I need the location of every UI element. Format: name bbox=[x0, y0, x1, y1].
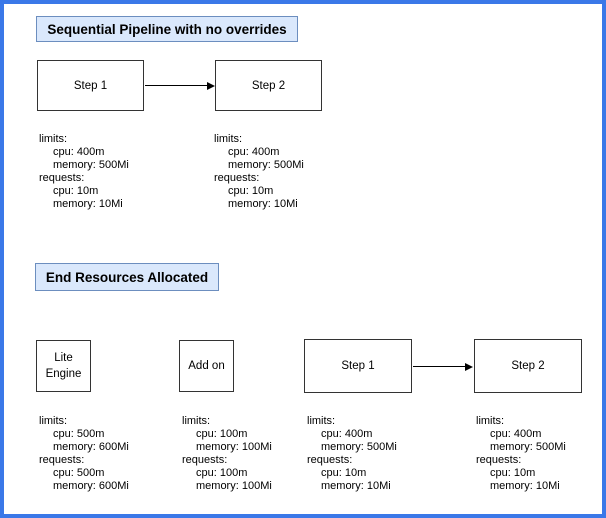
node-step2-bottom: Step 2 bbox=[474, 339, 582, 393]
resource-line: memory: 500Mi bbox=[490, 441, 566, 453]
resource-line: cpu: 400m bbox=[321, 428, 373, 440]
resource-line: cpu: 500m bbox=[53, 467, 105, 479]
resource-line: memory: 100Mi bbox=[196, 480, 272, 492]
resource-line: requests: bbox=[307, 454, 353, 466]
resource-line: cpu: 10m bbox=[53, 185, 99, 197]
resource-line: cpu: 500m bbox=[53, 428, 105, 440]
resource-block-step1-bottom: limits: cpu: 400m memory: 500Mi requests… bbox=[307, 415, 397, 493]
node-step1-bottom-label: Step 1 bbox=[341, 360, 375, 372]
node-step1-top-label: Step 1 bbox=[73, 79, 108, 92]
resource-line: limits: bbox=[307, 415, 336, 427]
resource-line: cpu: 400m bbox=[53, 146, 105, 158]
resource-line: cpu: 10m bbox=[490, 467, 536, 479]
resource-line: memory: 10Mi bbox=[321, 480, 391, 492]
resource-line: cpu: 400m bbox=[490, 428, 542, 440]
resource-line: requests: bbox=[182, 454, 228, 466]
resource-line: cpu: 10m bbox=[228, 185, 274, 197]
resource-line: memory: 500Mi bbox=[228, 159, 304, 171]
section2-title: End Resources Allocated bbox=[35, 263, 219, 291]
node-step1-top: Step 1 bbox=[37, 60, 144, 111]
resource-line: memory: 600Mi bbox=[53, 480, 129, 492]
arrow-step1-to-step2-bottom bbox=[413, 362, 473, 371]
resource-line: requests: bbox=[476, 454, 522, 466]
node-add-on-label: Add on bbox=[188, 360, 225, 372]
resource-line: memory: 600Mi bbox=[53, 441, 129, 453]
arrow-step1-to-step2-top bbox=[145, 81, 215, 90]
resource-block-step2-bottom: limits: cpu: 400m memory: 500Mi requests… bbox=[476, 415, 566, 493]
resource-block-step1-top: limits: cpu: 400m memory: 500Mi requests… bbox=[39, 133, 129, 211]
node-add-on: Add on bbox=[179, 340, 234, 392]
resource-line: limits: bbox=[476, 415, 505, 427]
resource-line: limits: bbox=[39, 415, 68, 427]
node-step1-bottom: Step 1 bbox=[304, 339, 412, 393]
resource-line: requests: bbox=[214, 172, 260, 184]
section1-title: Sequential Pipeline with no overrides bbox=[36, 16, 298, 42]
resource-line: limits: bbox=[214, 133, 243, 145]
resource-line: memory: 10Mi bbox=[228, 198, 298, 210]
resource-line: cpu: 400m bbox=[228, 146, 280, 158]
resource-line: cpu: 100m bbox=[196, 467, 248, 479]
resource-line: limits: bbox=[182, 415, 211, 427]
resource-block-step2-top: limits: cpu: 400m memory: 500Mi requests… bbox=[214, 133, 304, 211]
node-step2-bottom-label: Step 2 bbox=[511, 360, 545, 372]
resource-block-add-on: limits: cpu: 100m memory: 100Mi requests… bbox=[182, 415, 272, 493]
node-step2-top: Step 2 bbox=[215, 60, 322, 111]
resource-line: memory: 500Mi bbox=[53, 159, 129, 171]
resource-line: requests: bbox=[39, 454, 85, 466]
resource-line: cpu: 10m bbox=[321, 467, 367, 479]
node-lite-engine: Lite Engine bbox=[36, 340, 91, 392]
node-step2-top-label: Step 2 bbox=[251, 79, 286, 92]
resource-line: requests: bbox=[39, 172, 85, 184]
resource-line: limits: bbox=[39, 133, 68, 145]
resource-line: memory: 100Mi bbox=[196, 441, 272, 453]
resource-line: memory: 500Mi bbox=[321, 441, 397, 453]
resource-line: memory: 10Mi bbox=[490, 480, 560, 492]
resource-line: cpu: 100m bbox=[196, 428, 248, 440]
resource-block-lite-engine: limits: cpu: 500m memory: 600Mi requests… bbox=[39, 415, 129, 493]
resource-line: memory: 10Mi bbox=[53, 198, 123, 210]
node-lite-engine-label: Lite Engine bbox=[45, 352, 82, 380]
